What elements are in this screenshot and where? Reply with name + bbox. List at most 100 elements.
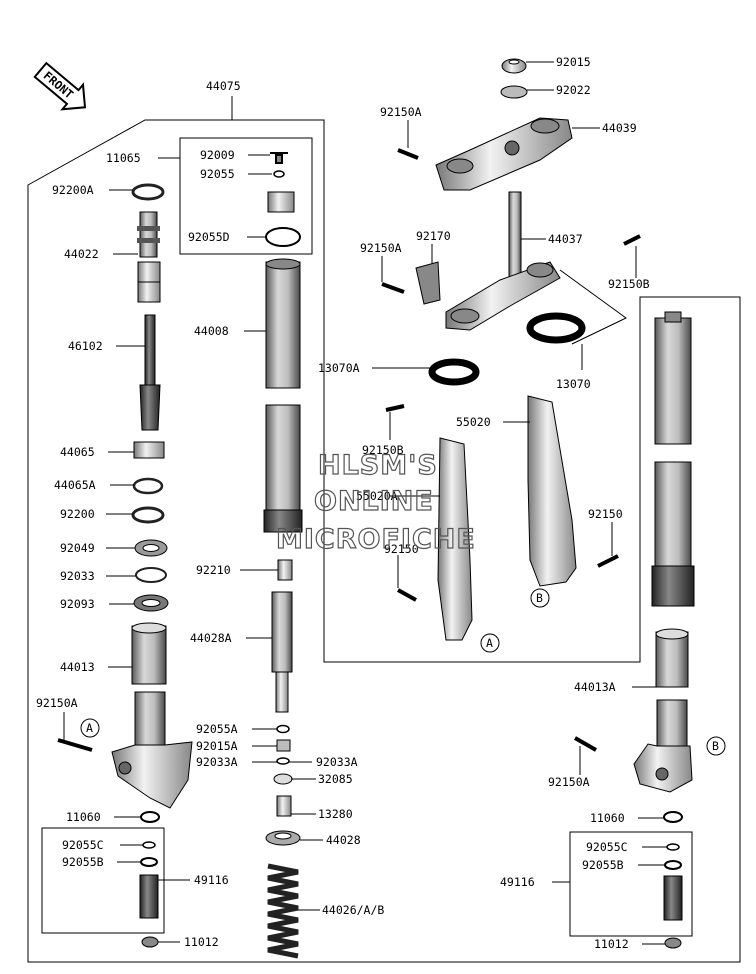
- bolt-92150a-top: [397, 148, 419, 160]
- rod-44028a: [271, 591, 293, 713]
- label-44013: 44013: [60, 660, 95, 674]
- label-92055d: 92055D: [188, 230, 230, 244]
- label-44028a: 44028A: [190, 631, 232, 645]
- oring-92055d: [265, 227, 301, 247]
- label-92150a-right: 92150A: [548, 775, 590, 789]
- oring-92055c-left: [142, 841, 156, 849]
- bolt-92150b-top: [623, 234, 641, 246]
- label-44075: 44075: [206, 79, 241, 93]
- oring-92055a: [276, 724, 290, 734]
- ring-11060-left: [140, 811, 160, 823]
- clamp-13070: [526, 312, 586, 344]
- label-92150b-top: 92150B: [608, 277, 650, 291]
- rod-46102: [139, 314, 161, 431]
- washer-92022: [500, 85, 528, 99]
- bolt-92150a-right: [574, 736, 597, 752]
- label-44039: 44039: [602, 121, 637, 135]
- cap-11012-left: [141, 936, 159, 948]
- bolt-13280: [276, 795, 292, 817]
- label-92033: 92033: [60, 569, 95, 583]
- front-arrow-icon: FRONT: [33, 61, 87, 111]
- inner-tube-right: [651, 311, 695, 607]
- stem-44037: [445, 191, 561, 331]
- label-13070a: 13070A: [318, 361, 360, 375]
- cap-11012-right: [664, 937, 682, 949]
- label-55020a: 55020A: [356, 489, 398, 503]
- label-92033a-left: 92033A: [196, 755, 238, 769]
- label-49116-left: 49116: [194, 873, 229, 887]
- watermark: HLSM'S ONLINE MICROFICHE: [275, 449, 476, 555]
- nut-92015a: [276, 739, 291, 752]
- label-92055: 92055: [200, 167, 235, 181]
- watermark-line3: MICROFICHE: [276, 524, 476, 555]
- label-11060-left: 11060: [66, 810, 101, 824]
- label-55020: 55020: [456, 415, 491, 429]
- fork-assembly-outline: [27, 119, 741, 963]
- watermark-line1: HLSM'S: [318, 450, 438, 481]
- label-92150a-left: 92150A: [36, 696, 78, 710]
- label-92170: 92170: [416, 229, 451, 243]
- oring-92055c-right: [666, 843, 680, 851]
- svg-text:A: A: [86, 721, 93, 735]
- callout-b-right: B: [530, 588, 550, 608]
- damper-kit-box: [179, 137, 313, 255]
- bushing-44065: [133, 441, 165, 459]
- seal-92049: [134, 539, 168, 557]
- label-44008: 44008: [194, 324, 229, 338]
- inner-tube-44008: [263, 258, 303, 533]
- label-13070: 13070: [556, 377, 591, 391]
- label-92210: 92210: [196, 563, 231, 577]
- leader-lines: [63, 61, 667, 945]
- seat-44028: [265, 830, 301, 846]
- label-11012-right: 11012: [594, 937, 629, 951]
- label-46102: 46102: [68, 339, 103, 353]
- label-32085: 32085: [318, 772, 353, 786]
- label-92055c-right: 92055C: [586, 840, 628, 854]
- label-49116-right: 49116: [500, 875, 535, 889]
- label-92093: 92093: [60, 597, 95, 611]
- label-92033a-right: 92033A: [316, 755, 358, 769]
- ring-92033a: [276, 757, 290, 765]
- cartridge-44022: [137, 211, 161, 303]
- cap-11065: [267, 191, 295, 213]
- label-11012-left: 11012: [184, 935, 219, 949]
- washer-32085: [273, 773, 293, 785]
- outer-tube-44013: [111, 622, 193, 809]
- label-92022: 92022: [556, 83, 591, 97]
- label-92150-right: 92150: [588, 507, 623, 521]
- label-44022: 44022: [64, 247, 99, 261]
- ring-44065a: [132, 477, 164, 495]
- label-92200a: 92200A: [52, 183, 94, 197]
- bushing-92210: [277, 559, 293, 581]
- valve-49116-left: [139, 874, 159, 919]
- guard-55020a: [437, 437, 473, 641]
- label-11060-right: 11060: [590, 811, 625, 825]
- oring-92200a: [131, 183, 165, 201]
- bolt-92150a-mid: [381, 282, 405, 294]
- ring-92200: [131, 506, 165, 524]
- valve-49116-right: [663, 875, 683, 921]
- bolt-92150-mid: [397, 588, 417, 602]
- callout-b-lower: B: [706, 736, 726, 756]
- label-92150-mid: 92150: [384, 542, 419, 556]
- callout-a-right: A: [480, 633, 500, 653]
- svg-text:B: B: [712, 739, 719, 753]
- label-13280: 13280: [318, 807, 353, 821]
- label-44028: 44028: [326, 833, 361, 847]
- clamp-13070a: [428, 358, 480, 386]
- label-92055b-right: 92055B: [582, 858, 624, 872]
- oring-92055: [273, 170, 285, 178]
- nut-92015: [501, 58, 527, 74]
- label-92055c-left: 92055C: [62, 838, 104, 852]
- seal-92093: [133, 594, 169, 612]
- spring-44026: [267, 863, 299, 959]
- label-92015a: 92015A: [196, 739, 238, 753]
- label-11065: 11065: [106, 151, 141, 165]
- label-92150b-mid: 92150B: [362, 443, 404, 457]
- outer-tube-44013a: [633, 628, 693, 793]
- watermark-line2: ONLINE: [314, 486, 434, 517]
- bolt-92150b-mid: [385, 404, 405, 412]
- label-92009: 92009: [200, 148, 235, 162]
- label-92200: 92200: [60, 507, 95, 521]
